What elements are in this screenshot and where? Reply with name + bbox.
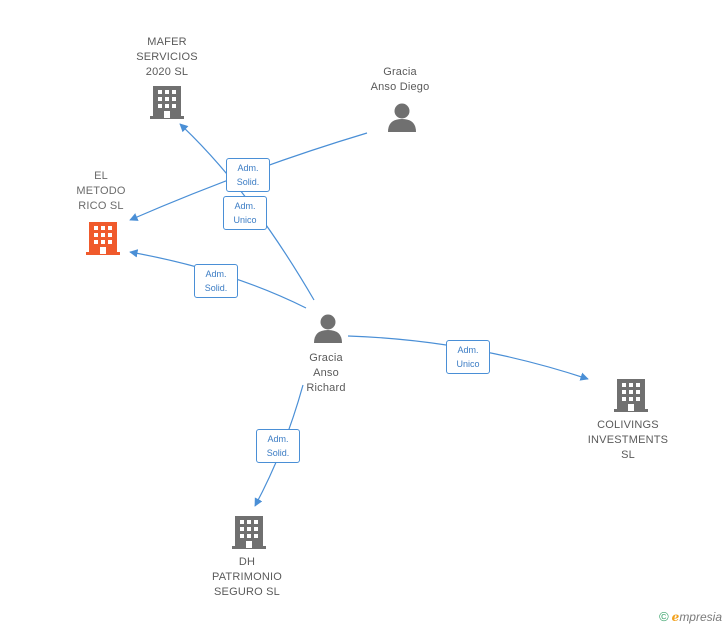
edge-label-adm-solid: Adm. Solid.: [226, 158, 270, 192]
building-icon: [614, 379, 648, 412]
node-label-colivings[interactable]: COLIVINGS INVESTMENTS SL: [587, 419, 669, 461]
person-icon: [388, 103, 416, 132]
node-label-dh-patrimonio[interactable]: DH PATRIMONIO SEGURO SL: [211, 556, 283, 598]
node-label-gracia-anso-richard[interactable]: Gracia Anso Richard: [306, 352, 346, 394]
node-label-mafer[interactable]: MAFER SERVICIOS 2020 SL: [136, 36, 198, 78]
edge-label-adm-unico: Adm. Unico: [446, 340, 490, 374]
empresia-logo: ©empresia: [659, 609, 722, 624]
node-label-el-metodo-rico[interactable]: EL METODO RICO SL: [76, 170, 126, 212]
edge-label-adm-solid: Adm. Solid.: [256, 429, 300, 463]
node-label-gracia-anso-diego[interactable]: Gracia Anso Diego: [370, 66, 430, 93]
brand-name: mpresia: [679, 610, 722, 624]
edge-label-adm-solid: Adm. Solid.: [194, 264, 238, 298]
building-icon: [232, 516, 266, 549]
edge-label-adm-unico: Adm. Unico: [223, 196, 267, 230]
person-icon: [314, 314, 342, 343]
building-icon: [150, 86, 184, 119]
copyright-icon: ©: [659, 609, 669, 624]
brand-e: e: [671, 610, 680, 624]
building-icon-focus: [86, 222, 120, 255]
